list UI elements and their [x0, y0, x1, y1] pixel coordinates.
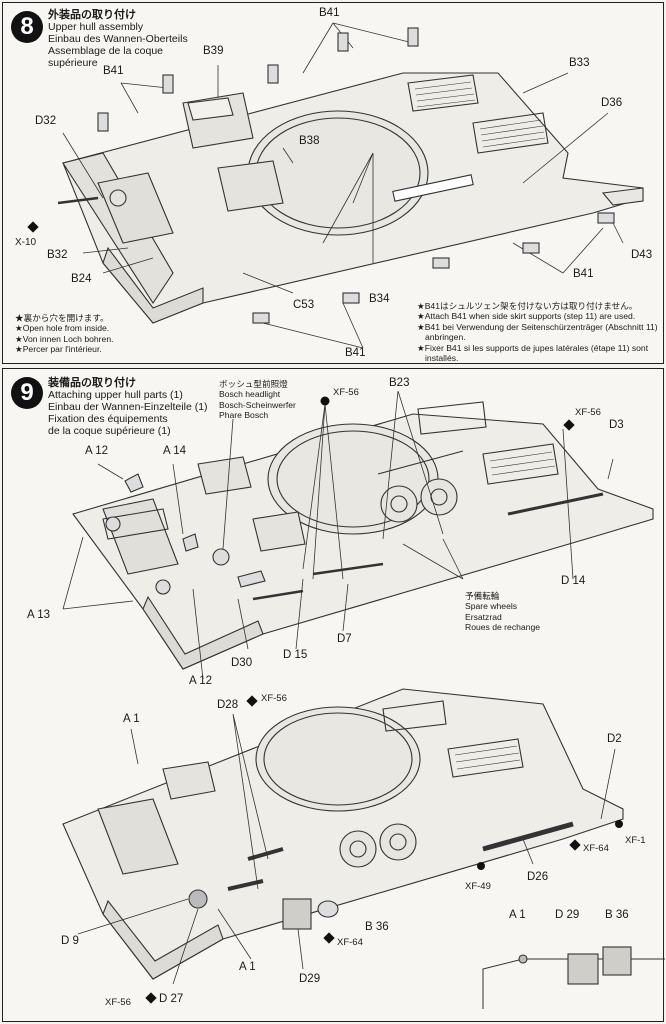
- label-b38: B38: [299, 135, 320, 147]
- note-line: ★裏から穴を開けます。: [15, 313, 109, 323]
- label-b24: B24: [71, 273, 92, 285]
- note-line: anbringen.: [425, 332, 466, 343]
- paint-xf56: XF-56: [105, 997, 131, 1008]
- label-d36: D36: [601, 97, 623, 109]
- note-line: installés.: [425, 353, 459, 364]
- step-9-panel: 9 装備品の取り付け Attaching upper hull parts (1…: [2, 368, 665, 1022]
- label-x10: X-10: [15, 237, 37, 248]
- inset-label-a1: A 1: [509, 909, 526, 921]
- label-b32: B32: [47, 249, 68, 261]
- label-a1: A 1: [123, 713, 140, 725]
- label-b41: B41: [319, 7, 340, 19]
- title-en: Attaching upper hull parts (1): [48, 389, 183, 401]
- label-a13: A 13: [27, 609, 51, 621]
- note-line: ★Fixer B41 si les supports de jupes laté…: [417, 342, 649, 353]
- paint-xf64: XF-64: [583, 843, 609, 854]
- label-b36: B 36: [365, 921, 389, 933]
- note-line: ★Percer par l'intérieur.: [15, 344, 102, 355]
- paint-xf56: XF-56: [333, 387, 359, 398]
- paint-xf1: XF-1: [625, 835, 646, 846]
- label-b39: B39: [203, 45, 224, 57]
- title-jp: 外装品の取り付け: [48, 9, 136, 21]
- title-fr: Fixation des équipements: [48, 413, 168, 425]
- label-a1: A 1: [239, 961, 256, 973]
- label-d9: D 9: [61, 935, 79, 947]
- title-fr: Assemblage de la coque: [48, 45, 163, 57]
- spare-wheels-caption: 予備転輪 Spare wheels Ersatzrad Roues de rec…: [465, 591, 540, 633]
- paint-xf56: XF-56: [575, 407, 601, 418]
- note-drill-hole: ★裏から穴を開けます。 ★Open hole from inside. ★Von…: [15, 313, 114, 355]
- caption-line: 予備転輪: [465, 591, 500, 601]
- label-d27: D 27: [159, 993, 184, 1005]
- label-b41: B41: [345, 347, 366, 359]
- label-b23: B23: [389, 377, 410, 389]
- step-title: 装備品の取り付け Attaching upper hull parts (1) …: [48, 377, 208, 437]
- note-line: ★Von innen Loch bohren.: [15, 333, 114, 344]
- label-d32: D32: [35, 115, 57, 127]
- title-jp: 装備品の取り付け: [48, 377, 136, 389]
- step-8-panel: 8 外装品の取り付け Upper hull assembly Einbau de…: [2, 2, 664, 364]
- paint-xf64: XF-64: [337, 937, 363, 948]
- label-d14: D 14: [561, 575, 586, 587]
- step-number: 9: [11, 377, 43, 409]
- label-b33: B33: [569, 57, 590, 69]
- caption-line: Phare Bosch: [219, 410, 269, 421]
- note-line: ★Attach B41 when side skirt supports (st…: [417, 311, 636, 322]
- note-line: ★B41はシュルツェン架を付けない方は取り付けません。: [417, 301, 638, 311]
- paint-xf49: XF-49: [465, 881, 491, 892]
- label-d29: D29: [299, 973, 321, 985]
- label-b41: B41: [103, 65, 124, 77]
- caption-line: Bosch headlight: [219, 389, 281, 400]
- note-line: ★Open hole from inside.: [15, 323, 110, 334]
- caption-line: Roues de rechange: [465, 622, 541, 633]
- title-de: Einbau des Wannen-Oberteils: [48, 33, 188, 45]
- label-d26: D26: [527, 871, 549, 883]
- label-d15: D 15: [283, 649, 308, 661]
- label-d28: D28: [217, 699, 239, 711]
- inset-label-b36: B 36: [605, 909, 629, 921]
- label-a12: A 12: [85, 445, 109, 457]
- bosch-headlight-caption: ボッシュ型前照燈 Bosch headlight Bosch-Scheinwer…: [219, 379, 296, 421]
- caption-line: Bosch-Scheinwerfer: [219, 399, 296, 410]
- note-line: ★B41 bei Verwendung der Seitenschürzentr…: [417, 321, 658, 332]
- label-d43: D43: [631, 249, 653, 261]
- paint-xf56: XF-56: [261, 693, 287, 704]
- upper-hull-diagram-step9: [62, 390, 665, 1009]
- title-de: Einbau der Wannen-Einzelteile (1): [48, 401, 208, 413]
- label-c53: C53: [293, 299, 315, 311]
- step-number: 8: [11, 11, 43, 43]
- step-title: 外装品の取り付け Upper hull assembly Einbau des …: [48, 9, 188, 69]
- inset-label-d29: D 29: [555, 909, 580, 921]
- caption-line: ボッシュ型前照燈: [219, 379, 288, 389]
- note-b41: ★B41はシュルツェン架を付けない方は取り付けません。 ★Attach B41 …: [417, 301, 661, 363]
- caption-line: Spare wheels: [465, 601, 518, 612]
- label-a14: A 14: [163, 445, 187, 457]
- caption-line: Ersatzrad: [465, 611, 502, 622]
- upper-hull-diagram-step8: [27, 22, 644, 349]
- label-d7: D7: [337, 633, 352, 645]
- label-a12: A 12: [189, 675, 213, 687]
- label-b41: B41: [573, 268, 594, 280]
- title-en: Upper hull assembly: [48, 21, 144, 33]
- label-b34: B34: [369, 293, 390, 305]
- label-d3: D3: [609, 419, 624, 431]
- title-fr-2: de la coque supérieure (1): [48, 425, 171, 437]
- label-d2: D2: [607, 733, 622, 745]
- title-fr-2: supérieure: [48, 57, 98, 69]
- label-d30: D30: [231, 657, 253, 669]
